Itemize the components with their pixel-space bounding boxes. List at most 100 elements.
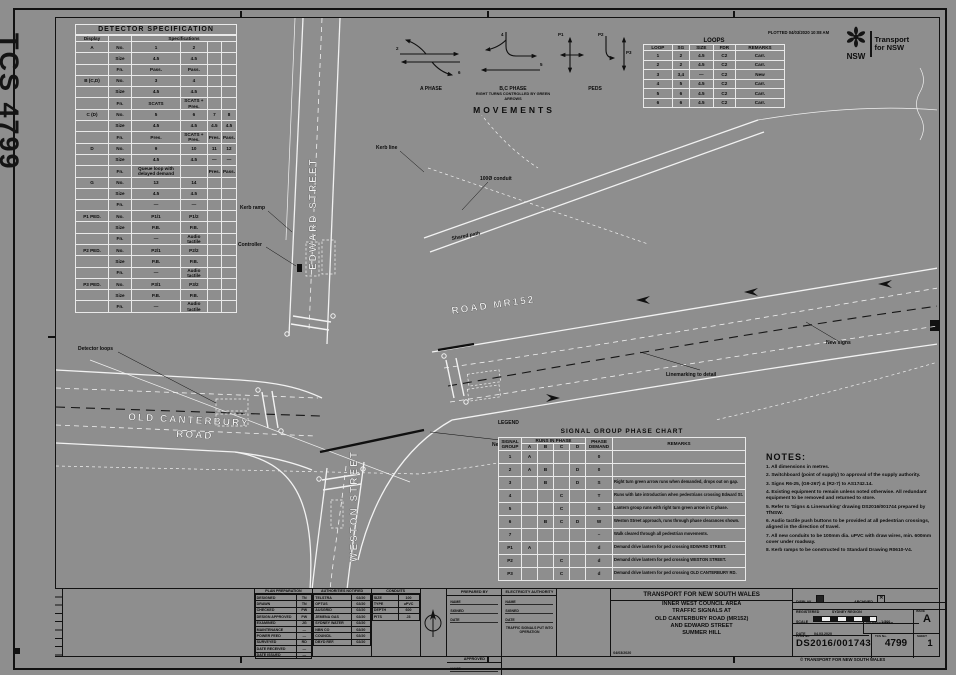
movement-bc-note: RIGHT TURNS CONTROLLED BY GREEN ARROWS bbox=[475, 92, 551, 101]
loops-cell: — bbox=[688, 69, 714, 80]
street-label-road-mr152: ROAD MR152 bbox=[451, 294, 536, 317]
detector-value: — bbox=[130, 300, 182, 314]
controller-cabinet bbox=[297, 264, 302, 272]
phase-remarks bbox=[612, 462, 746, 477]
edge-marker bbox=[930, 320, 939, 331]
loops-cell: Carr. bbox=[735, 88, 785, 99]
movement-bc-arrows: 4 5 bbox=[480, 32, 543, 73]
loops-cell: C2 bbox=[712, 59, 737, 71]
detector-value: SCATS bbox=[130, 97, 182, 110]
annotation-linemarking: Linemarking to detail bbox=[666, 372, 717, 378]
countersigned-label: COUNTER SIGNED bbox=[866, 621, 894, 625]
detector-row: Size 4.5 4.5 4.5 4.5 bbox=[75, 119, 238, 133]
signature-panel-footer: TRAFFIC SIGNALS PUT INTO OPERATION bbox=[505, 626, 554, 635]
signature-line-signed: SIGNED bbox=[450, 609, 499, 614]
phase-mark bbox=[537, 540, 554, 555]
border-tick bbox=[733, 656, 735, 663]
detector-value bbox=[206, 300, 222, 314]
phase-letter: D bbox=[569, 443, 586, 451]
phase-demand: 0 bbox=[585, 449, 613, 464]
detector-row-label: Size bbox=[108, 289, 132, 302]
detector-value bbox=[206, 63, 222, 76]
loops-row: 2 2 4.5 C2 Carr. bbox=[643, 59, 785, 71]
border-tick bbox=[240, 11, 242, 18]
registered-value: SYDNEY REGION bbox=[831, 610, 862, 614]
detector-row: G No. 13 14 bbox=[75, 176, 238, 189]
phase-mark: C bbox=[553, 501, 570, 516]
detector-row: Size P.B. P.B. bbox=[75, 221, 238, 234]
detector-value: SCATS + Pres. bbox=[180, 131, 208, 144]
detector-value bbox=[220, 266, 238, 280]
annotation-detector-loops: Detector loops bbox=[78, 346, 113, 352]
phase-mark bbox=[569, 527, 586, 542]
detector-row-label: Size bbox=[108, 221, 132, 234]
nsw-waratah-icon bbox=[846, 26, 866, 48]
street-label-edward: EDWARD STREET bbox=[308, 157, 319, 270]
phase-remarks: Lantern group runs with right turn green… bbox=[612, 501, 746, 516]
detector-value bbox=[206, 187, 222, 201]
drawing-title-line: INNER WEST COUNCIL AREA bbox=[661, 601, 742, 607]
date-value: 04.03.2020 bbox=[813, 632, 832, 636]
detector-value: 4.5 bbox=[180, 187, 208, 201]
loops-cell: 2 bbox=[643, 59, 673, 71]
north-point-panel bbox=[421, 589, 448, 656]
detector-value: Pres. bbox=[206, 165, 222, 178]
phase-row: P1 A d Demand drive lantern for ped cros… bbox=[498, 540, 746, 555]
loops-cell: C2 bbox=[712, 97, 737, 109]
detector-row: Size 4.5 4.5 bbox=[75, 52, 238, 65]
detector-value bbox=[206, 176, 222, 189]
phase-remarks: Demand drive lantern for ped crossing WE… bbox=[612, 553, 746, 568]
phase-sg: 6 bbox=[498, 514, 522, 529]
annotation-controller: Controller bbox=[238, 242, 262, 248]
loops-cell: 5 bbox=[671, 78, 690, 90]
detector-row-label: Fn. bbox=[108, 131, 132, 144]
detector-value bbox=[206, 86, 222, 99]
registered-label: REGISTERED bbox=[796, 610, 820, 614]
phase-mark bbox=[553, 540, 570, 555]
loops-cell: 2 bbox=[671, 59, 690, 71]
detector-value bbox=[220, 255, 238, 268]
detector-group bbox=[75, 63, 109, 76]
note-item: 5. Refer to 'Signs & Linemarking' drawin… bbox=[766, 504, 926, 516]
phase-row: 7 – Walk cleared through all pedestrian … bbox=[498, 527, 746, 542]
signature-panel: ELECTRICITY AUTHORITY NAME SIGNED DATE T… bbox=[502, 589, 558, 656]
signature-panel-title: APPROVED bbox=[447, 656, 502, 663]
phase-mark: C bbox=[553, 488, 570, 503]
loops-cell: 4.5 bbox=[688, 97, 714, 109]
loops-col: REMARKS bbox=[735, 43, 785, 52]
detector-value: 14 bbox=[180, 176, 208, 189]
loops-col: SG bbox=[671, 43, 690, 52]
phase-col-demand: PHASE DEMAND bbox=[585, 437, 613, 451]
tcs-number-value: 4799 bbox=[884, 638, 908, 649]
detector-value: P1/2 bbox=[180, 210, 208, 223]
detector-value: 4.5 bbox=[180, 52, 208, 65]
detector-value bbox=[206, 210, 222, 223]
signature-line-name: NAME bbox=[450, 600, 499, 605]
detector-value bbox=[220, 244, 238, 257]
phase-mark bbox=[521, 514, 538, 529]
phase-mark bbox=[553, 475, 570, 490]
phase-mark: A bbox=[521, 462, 538, 477]
archived-label: ARCHIVED bbox=[854, 600, 873, 604]
loops-row: 5 6 4.5 C2 Carr. bbox=[643, 88, 785, 99]
plan-info-panel: DISPLAY ARCHIVED ✕ REGISTERED SYDNEY REG… bbox=[793, 589, 945, 658]
detector-row: Fn. Pass. Pass. bbox=[75, 63, 238, 76]
detector-value: Audio tactile bbox=[180, 300, 208, 314]
detector-value bbox=[220, 278, 238, 291]
movement-diagram-bc: 4 5 B,C PHASE RIGHT TURNS CONTROLLED BY … bbox=[474, 28, 552, 101]
loops-cell: 4.5 bbox=[688, 50, 714, 61]
detector-value: 1 bbox=[130, 41, 182, 54]
phase-col-remarks: REMARKS bbox=[612, 437, 746, 451]
detector-value: Pres. bbox=[206, 131, 222, 144]
road-kerb-lines bbox=[56, 18, 937, 591]
detector-row: Size 4.5 4.5 bbox=[75, 187, 238, 201]
detector-value: 9 bbox=[130, 142, 182, 155]
movement-peds-caption: PEDS bbox=[588, 86, 602, 92]
phase-mark bbox=[521, 488, 538, 503]
detector-row-label: Size bbox=[108, 255, 132, 268]
detector-group bbox=[75, 131, 109, 144]
loops-cell: Carr. bbox=[735, 78, 785, 90]
movement-bc-caption: B,C PHASE bbox=[499, 86, 527, 92]
detector-value bbox=[220, 289, 238, 302]
conduit-value: J3 bbox=[397, 613, 420, 621]
